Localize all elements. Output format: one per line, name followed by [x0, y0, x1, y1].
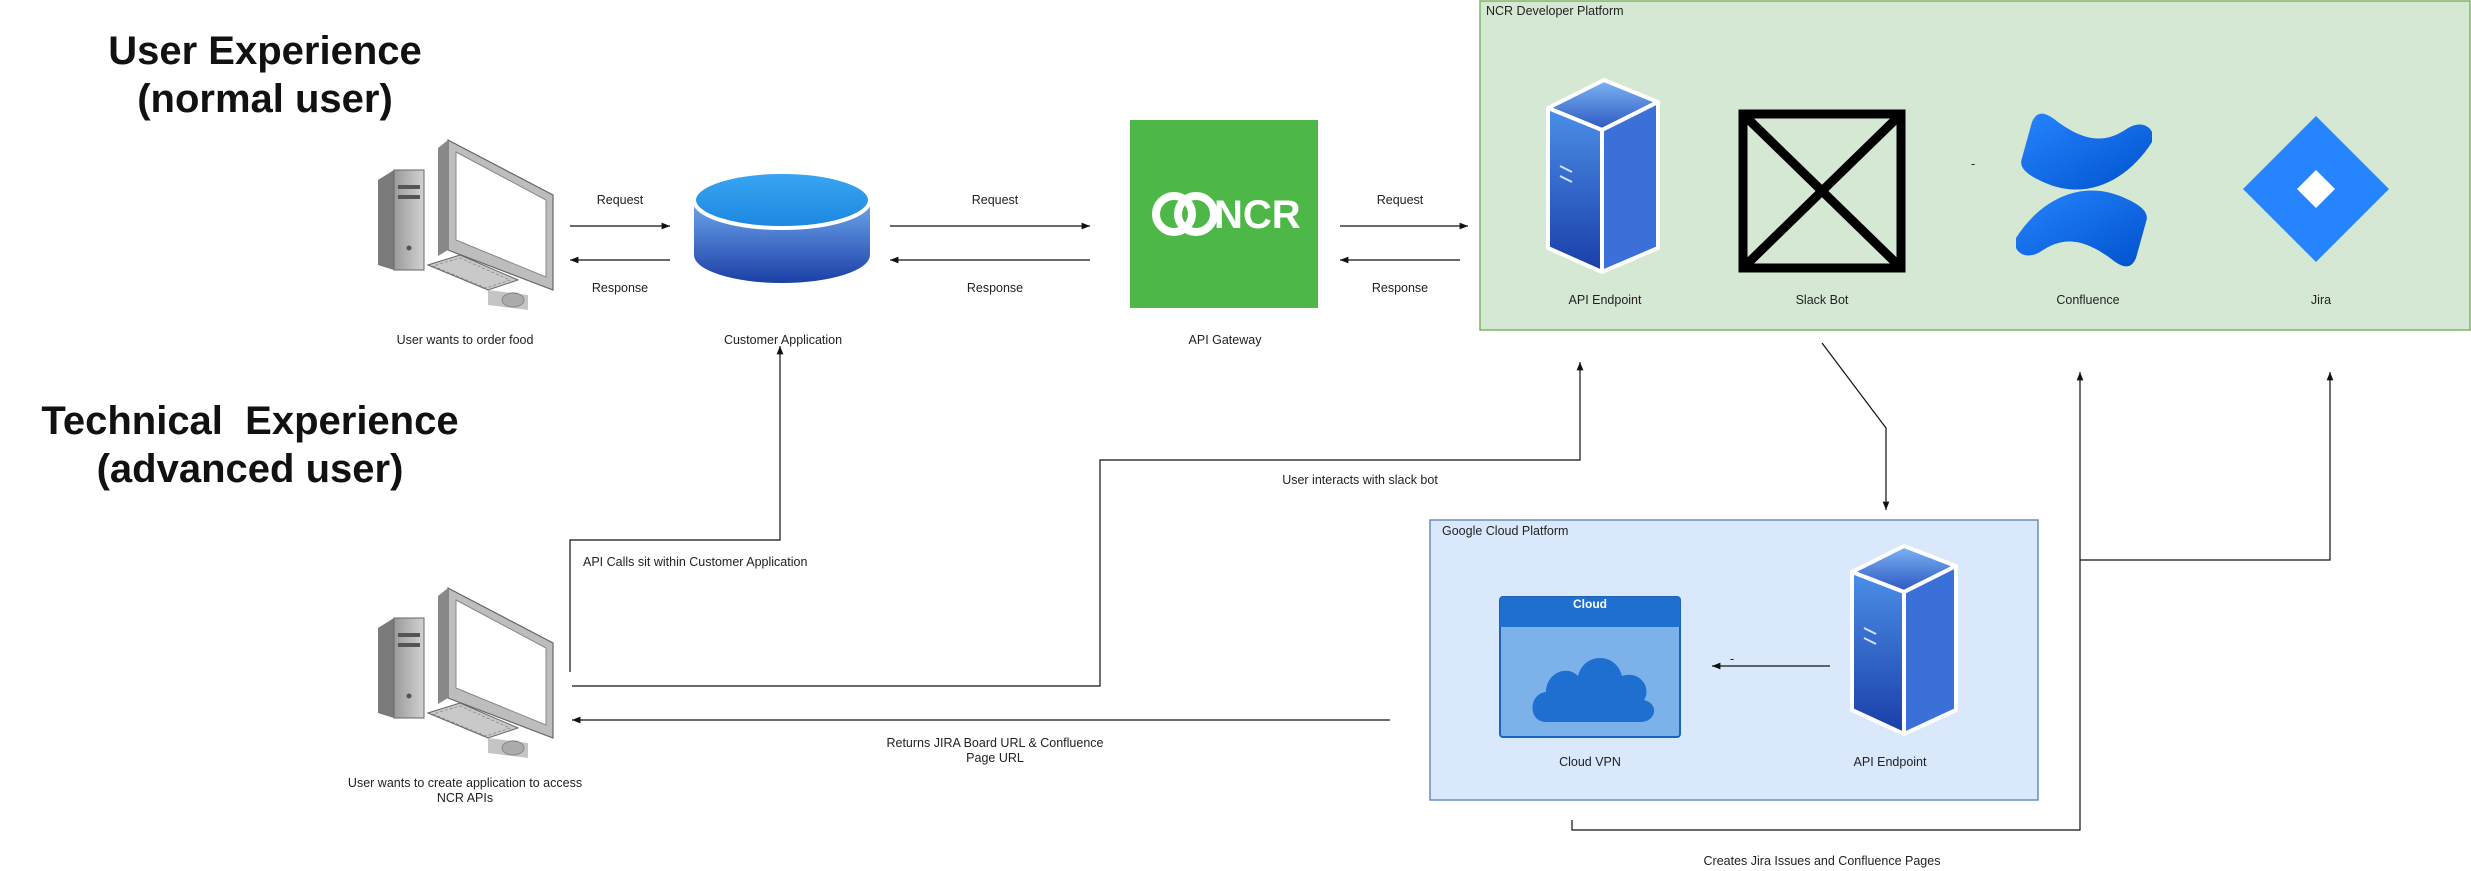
- label-user-normal: User wants to order food: [396, 333, 534, 347]
- label-confluence: Confluence: [2056, 293, 2120, 307]
- database-icon-customer-application[interactable]: [692, 170, 872, 283]
- edge-label-request-1: Request: [596, 193, 644, 207]
- edge-label-dash-2: -: [1730, 652, 1735, 666]
- edge-creates-jira[interactable]: [2080, 372, 2334, 561]
- label-cloud-vpn: Cloud VPN: [1559, 755, 1621, 769]
- title-technical-experience-line1: Technical Experience: [41, 399, 459, 443]
- slack-bot-icon[interactable]: [1738, 109, 1906, 273]
- label-customer-application: Customer Application: [723, 333, 843, 347]
- computer-icon-user[interactable]: [378, 139, 554, 310]
- edge-label-slack-interact: User interacts with slack bot: [1282, 473, 1438, 487]
- edge-label-returns: Returns JIRA Board URL & Confluence Page…: [886, 736, 1104, 765]
- cloud-vpn-icon[interactable]: Cloud: [1499, 596, 1681, 738]
- edge-label-request-2: Request: [971, 193, 1019, 207]
- title-technical-experience: Technical Experience (advanced user): [20, 397, 480, 493]
- server-icon-ncr-api-endpoint[interactable]: [1546, 78, 1660, 274]
- jira-icon[interactable]: [2243, 116, 2389, 262]
- label-api-endpoint-ncr: API Endpoint: [1568, 293, 1642, 307]
- label-slack-bot: Slack Bot: [1795, 293, 1849, 307]
- edge-label-response-2: Response: [966, 281, 1024, 295]
- title-user-experience-line2: (normal user): [137, 77, 393, 121]
- edge-creates-confluence[interactable]: [1571, 372, 2084, 831]
- edge-label-request-3: Request: [1376, 193, 1424, 207]
- ncr-logo-icon[interactable]: NCR: [1130, 120, 1318, 308]
- title-technical-experience-line2: (advanced user): [96, 447, 404, 491]
- computer-icon-advanced-user[interactable]: [378, 587, 554, 758]
- label-api-endpoint-gcp: API Endpoint: [1853, 755, 1927, 769]
- edge-label-creates: Creates Jira Issues and Confluence Pages: [1703, 854, 1941, 868]
- label-jira: Jira: [2310, 293, 2332, 307]
- edge-label-response-1: Response: [591, 281, 649, 295]
- cloud-window-title: Cloud: [1573, 597, 1607, 611]
- edge-label-response-3: Response: [1371, 281, 1429, 295]
- edge-slack-interact[interactable]: [572, 362, 1584, 687]
- edge-slack-to-gcp[interactable]: [1821, 342, 1890, 510]
- edge-label-dash-1: -: [1971, 157, 1976, 171]
- edge-api-calls[interactable]: [569, 346, 784, 672]
- ncr-logo-text: NCR: [1214, 193, 1301, 237]
- ncr-platform-label: NCR Developer Platform: [1486, 4, 1624, 18]
- server-icon-gcp-api-endpoint[interactable]: [1850, 544, 1958, 736]
- label-api-gateway: API Gateway: [1188, 333, 1262, 347]
- title-user-experience: User Experience (normal user): [60, 27, 470, 123]
- gcp-label: Google Cloud Platform: [1442, 524, 1569, 538]
- title-user-experience-line1: User Experience: [108, 29, 422, 73]
- confluence-icon[interactable]: [2016, 113, 2152, 267]
- label-user-advanced: User wants to create application to acce…: [347, 776, 583, 805]
- edge-label-api-calls: API Calls sit within Customer Applicatio…: [583, 555, 808, 569]
